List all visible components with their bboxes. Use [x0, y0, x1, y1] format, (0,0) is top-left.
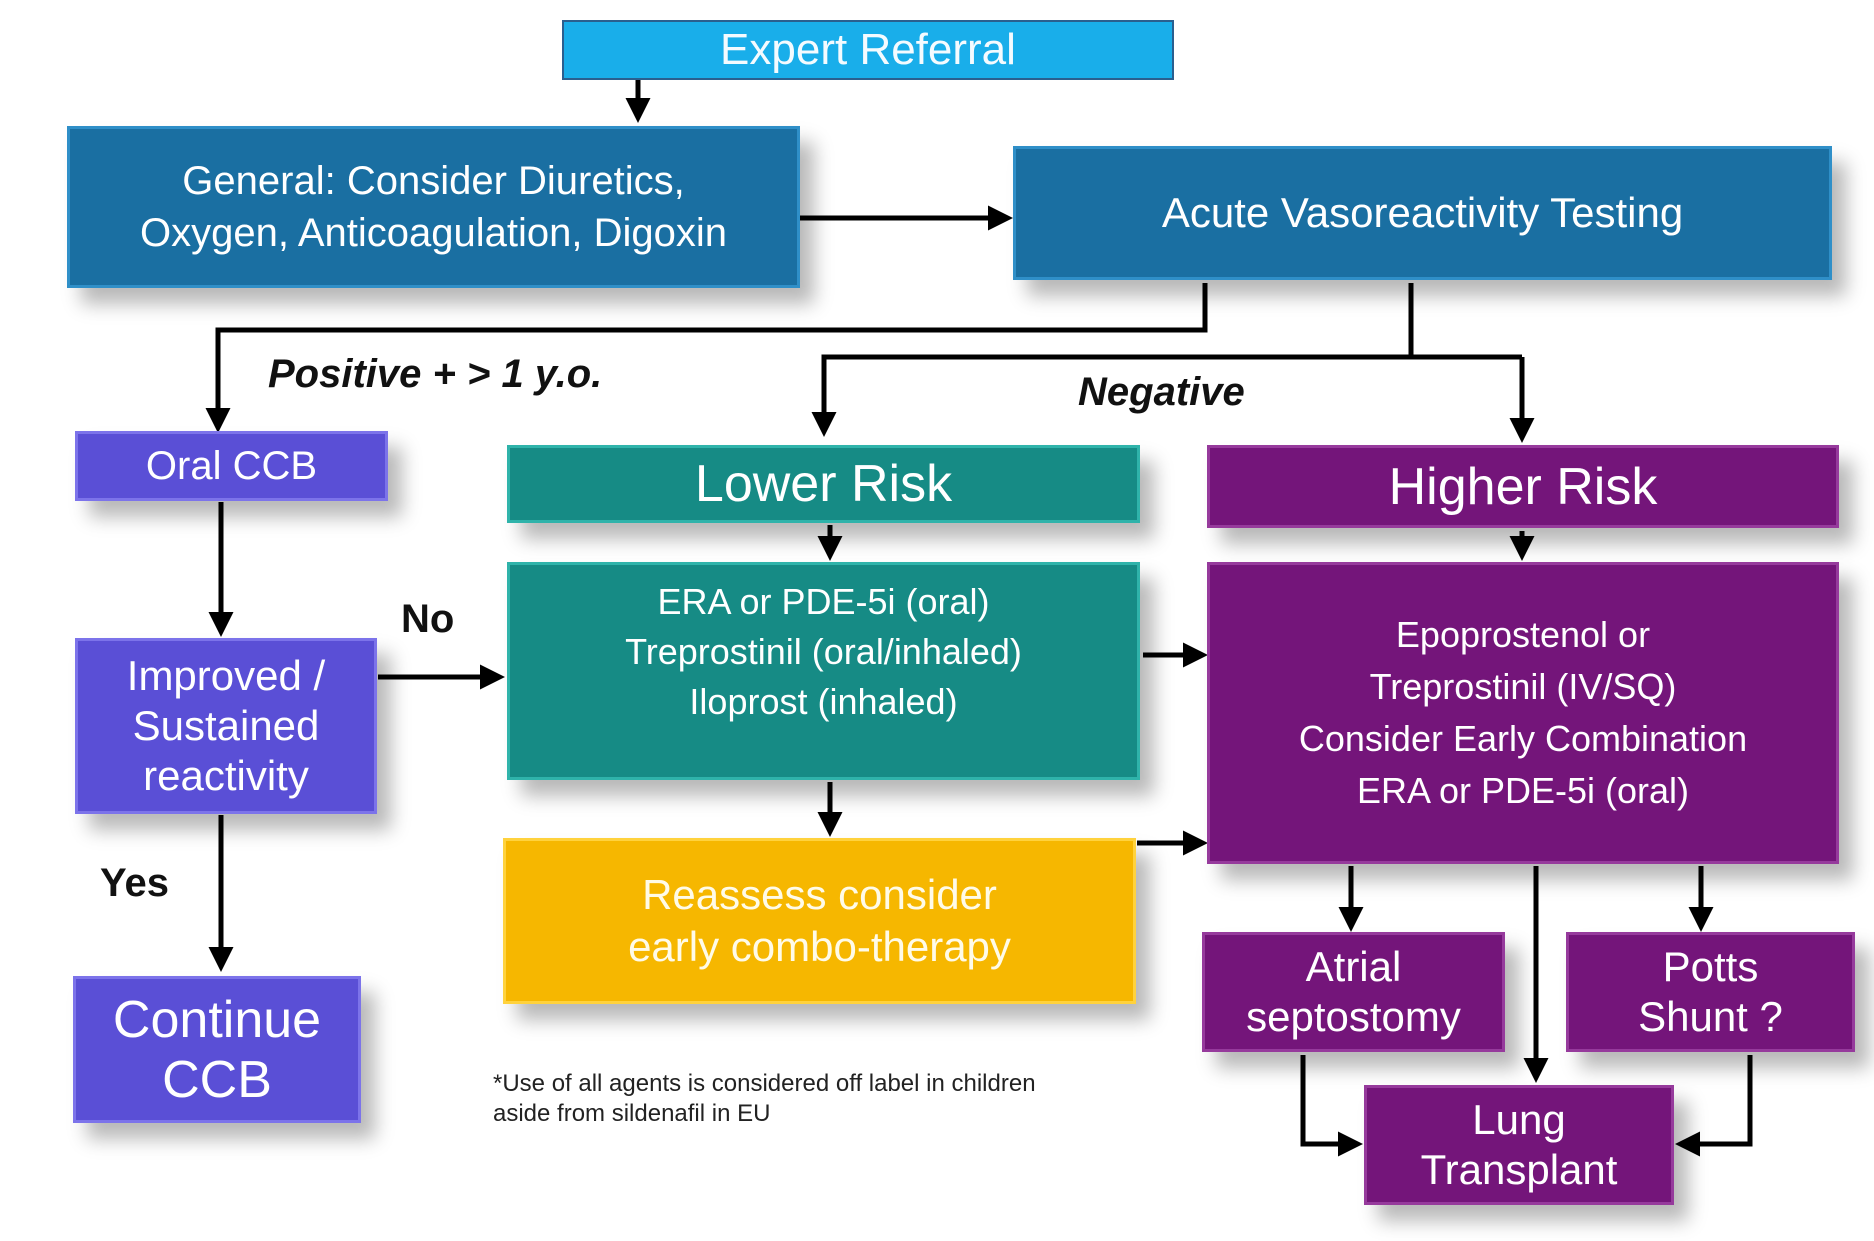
atrial-septostomy-box: Atrial septostomy: [1202, 932, 1505, 1052]
lung-transplant-line-1: Lung: [1472, 1096, 1566, 1143]
yes-edge-label: Yes: [100, 861, 169, 905]
higher-risk-therapy-box: Epoprostenol or Treprostinil (IV/SQ) Con…: [1207, 562, 1839, 864]
oral-ccb-label: Oral CCB: [145, 443, 318, 488]
footnote-line-2: aside from sildenafil in EU: [493, 1100, 771, 1127]
lung-transplant-box: Lung Transplant: [1364, 1085, 1674, 1205]
negative-edge-label: Negative: [1078, 370, 1245, 414]
continue-ccb-box: Continue CCB: [73, 976, 361, 1123]
improved-reactivity-box: Improved / Sustained reactivity: [75, 638, 377, 814]
higher-risk-label: Higher Risk: [1388, 457, 1658, 516]
footnote-line-1: *Use of all agents is considered off lab…: [493, 1070, 1036, 1097]
reassess-line-1: Reassess consider: [642, 871, 997, 918]
higher-therapy-line-1: Epoprostenol or: [1395, 614, 1651, 655]
arrow-vasoreactivity-positive-to-oral-ccb: [205, 283, 1208, 433]
arrow-atrial-septostomy-to-lung-transplant: [1300, 1055, 1363, 1157]
potts-shunt-line-1: Potts: [1662, 943, 1759, 990]
general-line-1: General: Consider Diuretics,: [182, 159, 685, 203]
potts-shunt-box: Potts Shunt ?: [1566, 932, 1855, 1052]
off-label-footnote: *Use of all agents is considered off lab…: [493, 1069, 1036, 1129]
positive-edge-label: Positive + > 1 y.o.: [268, 352, 603, 396]
lower-therapy-line-3: Iloprost (inhaled): [689, 681, 958, 722]
vasoreactivity-label: Acute Vasoreactivity Testing: [1161, 189, 1684, 236]
improved-line-1: Improved /: [126, 652, 326, 699]
vasoreactivity-testing-box: Acute Vasoreactivity Testing: [1013, 146, 1832, 280]
higher-therapy-line-4: ERA or PDE-5i (oral): [1356, 770, 1690, 811]
improved-line-2: Sustained: [132, 702, 320, 749]
general-line-2: Oxygen, Anticoagulation, Digoxin: [139, 211, 728, 255]
oral-ccb-box: Oral CCB: [75, 431, 388, 501]
no-edge-label: No: [401, 597, 455, 641]
reassess-line-2: early combo-therapy: [628, 923, 1011, 970]
atrial-septostomy-line-1: Atrial: [1305, 943, 1402, 990]
lower-risk-label: Lower Risk: [694, 455, 953, 513]
lung-transplant-line-2: Transplant: [1420, 1146, 1618, 1193]
expert-referral-label: Expert Referral: [720, 25, 1016, 74]
continue-ccb-line-2: CCB: [162, 1050, 272, 1109]
lower-therapy-line-1: ERA or PDE-5i (oral): [657, 581, 990, 622]
lower-therapy-line-2: Treprostinil (oral/inhaled): [625, 631, 1022, 672]
general-measures-box: General: Consider Diuretics, Oxygen, Ant…: [67, 126, 800, 288]
potts-shunt-line-2: Shunt ?: [1638, 993, 1783, 1040]
expert-referral-box: Expert Referral: [562, 20, 1174, 80]
lower-risk-header-box: Lower Risk: [507, 445, 1140, 523]
improved-line-3: reactivity: [143, 752, 309, 799]
lower-risk-therapy-box: ERA or PDE-5i (oral) Treprostinil (oral/…: [507, 562, 1140, 780]
reassess-box: Reassess consider early combo-therapy: [503, 838, 1136, 1004]
higher-therapy-line-3: Consider Early Combination: [1298, 718, 1748, 759]
continue-ccb-line-1: Continue: [112, 990, 322, 1049]
higher-risk-header-box: Higher Risk: [1207, 445, 1839, 528]
arrow-negative-to-lower-risk: [811, 354, 1522, 437]
higher-therapy-line-2: Treprostinil (IV/SQ): [1369, 666, 1677, 707]
atrial-septostomy-line-2: septostomy: [1246, 993, 1461, 1040]
arrow-potts-shunt-to-lung-transplant: [1675, 1055, 1753, 1157]
